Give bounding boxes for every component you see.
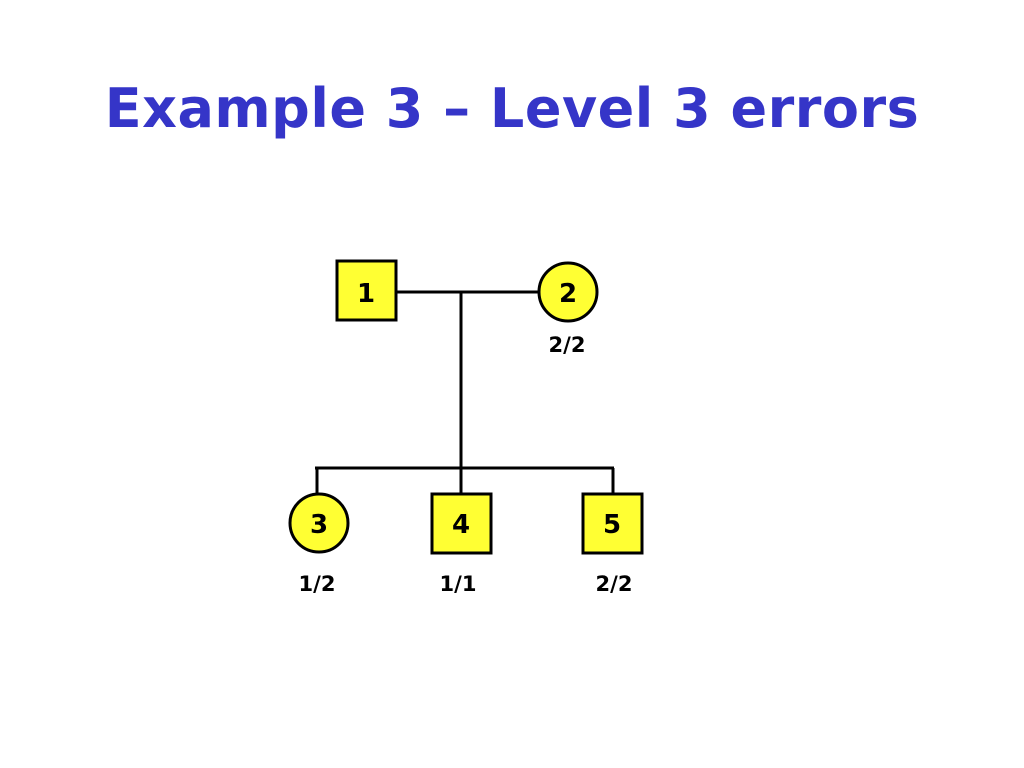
female-circle [288,492,350,554]
individual-id: 4 [452,510,470,540]
individual-3: 3 1/2 [288,492,350,596]
male-square [335,259,398,322]
genotype-label: 2/2 [596,572,633,596]
individual-4: 4 1/1 [430,492,493,596]
individual-2: 2 2/2 [537,261,599,357]
individual-5: 5 2/2 [581,492,644,596]
genotype-label: 1/1 [440,572,477,596]
male-square [581,492,644,555]
individual-1: 1 [335,259,398,322]
individual-id: 2 [559,279,577,309]
genotype-label: 2/2 [549,333,586,357]
male-square [430,492,493,555]
individual-id: 1 [357,279,375,309]
female-circle [537,261,599,323]
individual-id: 3 [310,510,328,540]
individual-id: 5 [603,510,621,540]
slide-title: Example 3 – Level 3 errors [104,77,920,140]
genotype-label: 1/2 [299,572,336,596]
